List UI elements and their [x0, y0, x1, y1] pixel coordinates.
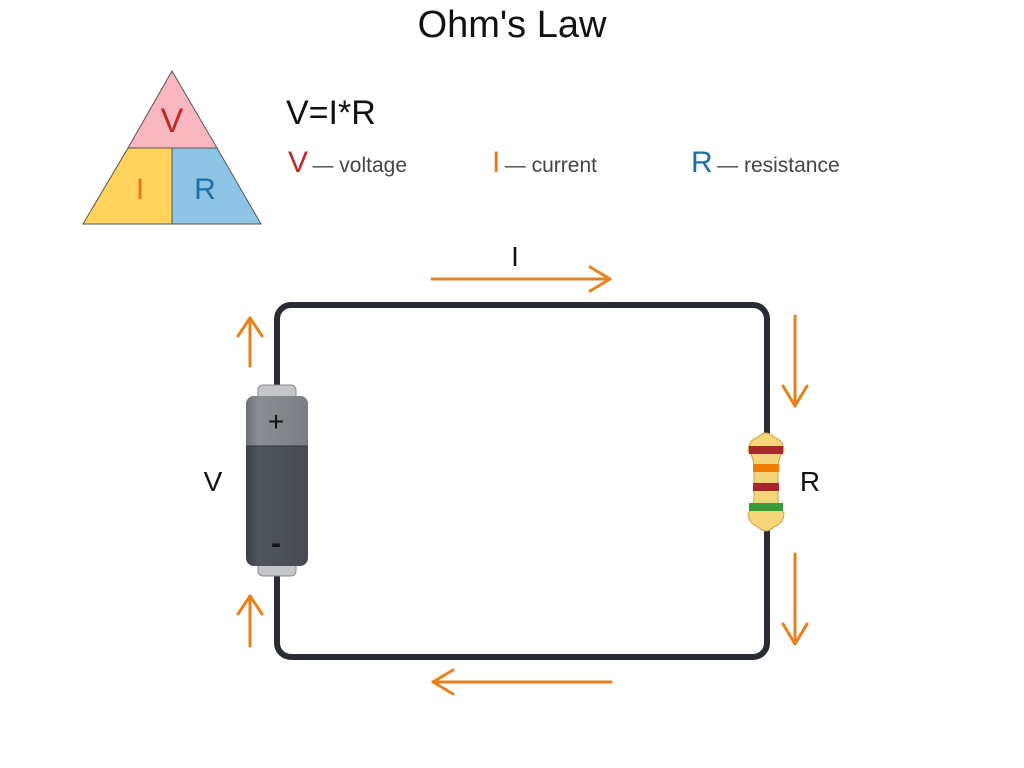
battery-minus-sign: -: [271, 527, 281, 560]
arrow-left-icon: [431, 668, 613, 696]
current-label-i: I: [511, 241, 519, 272]
triangle-bottom-right-resistance: [171, 147, 262, 225]
triangle-label-i: I: [136, 173, 144, 206]
triangle-bottom-left-current: [82, 147, 173, 225]
page-title: Ohm's Law: [417, 4, 607, 46]
vir-triangle: V I R: [82, 70, 262, 225]
triangle-label-r: R: [194, 173, 216, 206]
circuit-wire: [274, 302, 770, 660]
arrow-right-icon: [430, 265, 612, 293]
legend-symbol: I: [492, 146, 501, 179]
legend-description: — voltage: [312, 154, 408, 177]
arrow-down-icon: [781, 552, 809, 646]
resistor-label-r: R: [800, 466, 820, 497]
legend-symbol: R: [691, 146, 713, 179]
resistor: [747, 432, 785, 532]
legend-current: I — current: [492, 146, 597, 180]
battery-label-v: V: [204, 466, 223, 497]
arrow-up-icon: [236, 594, 264, 648]
legend-resistance: R — resistance: [691, 146, 840, 180]
legend-description: — resistance: [717, 154, 840, 177]
legend-description: — current: [504, 154, 597, 177]
ohms-law-formula: V=I*R: [286, 94, 376, 132]
arrow-up-icon: [236, 316, 264, 368]
battery: + -: [246, 384, 308, 577]
arrow-down-icon: [781, 314, 809, 408]
battery-plus-sign: +: [268, 406, 284, 437]
triangle-label-v: V: [161, 102, 184, 140]
legend-symbol: V: [288, 146, 309, 179]
legend-voltage: V — voltage: [288, 146, 407, 180]
